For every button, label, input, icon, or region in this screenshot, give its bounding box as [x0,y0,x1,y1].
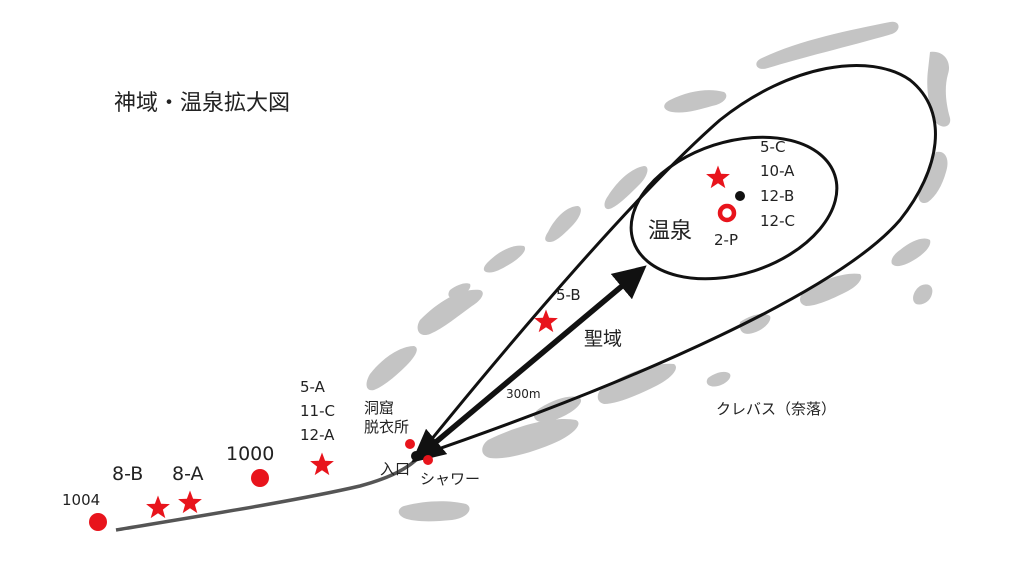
cave-dot-icon[interactable] [405,439,415,449]
point-label-2p: 2-P [714,231,738,249]
point-label-1000: 1000 [226,443,274,465]
point-label-12a: 12-A [300,426,335,444]
point-label-1004: 1004 [62,491,100,509]
star-markers [146,165,730,519]
point-label-5a: 5-A [300,378,326,396]
distance-label: 300m [506,387,541,401]
marker-1000-dot-icon[interactable] [251,469,269,487]
point-label-12b: 12-B [760,187,794,205]
cave-label: 洞窟 [364,399,394,417]
marker-12a-star-icon[interactable] [310,452,334,476]
point-label-5c: 5-C [760,138,785,156]
shower-label: シャワー [420,470,480,488]
changing-room-label: 脱衣所 [364,418,409,436]
marker-2p-ring-icon[interactable] [717,203,737,223]
marker-1004-dot-icon[interactable] [89,513,107,531]
sanctuary-area-label: 聖域 [584,328,622,350]
marker-5b-star-icon[interactable] [534,309,558,333]
marker-8a-star-icon[interactable] [178,490,202,514]
point-label-10a: 10-A [760,162,795,180]
onsen-area-boundary [629,135,839,281]
approach-trail [115,456,420,532]
point-label-12c: 12-C [760,212,795,230]
spring-black-dot-icon[interactable] [735,191,745,201]
crevasse-patches-upper [366,21,951,391]
crevasse-label: クレバス（奈落） [716,400,836,418]
sanctuary-outer-loop [413,63,937,460]
map-title: 神域・温泉拡大図 [114,91,290,116]
point-label-5b: 5-B [556,286,581,304]
onsen-area-label: 温泉 [648,219,692,244]
entrance-label: 入口 [380,460,410,478]
marker-8b-star-icon[interactable] [146,495,170,519]
route-arrow [411,265,647,463]
entrance-dot-icon[interactable] [411,451,421,461]
point-label-11c: 11-C [300,402,335,420]
point-label-8b: 8-B [112,463,143,485]
marker-5c-star-icon[interactable] [706,165,730,189]
point-label-8a: 8-A [172,463,204,485]
shower-dot-icon[interactable] [423,455,433,465]
